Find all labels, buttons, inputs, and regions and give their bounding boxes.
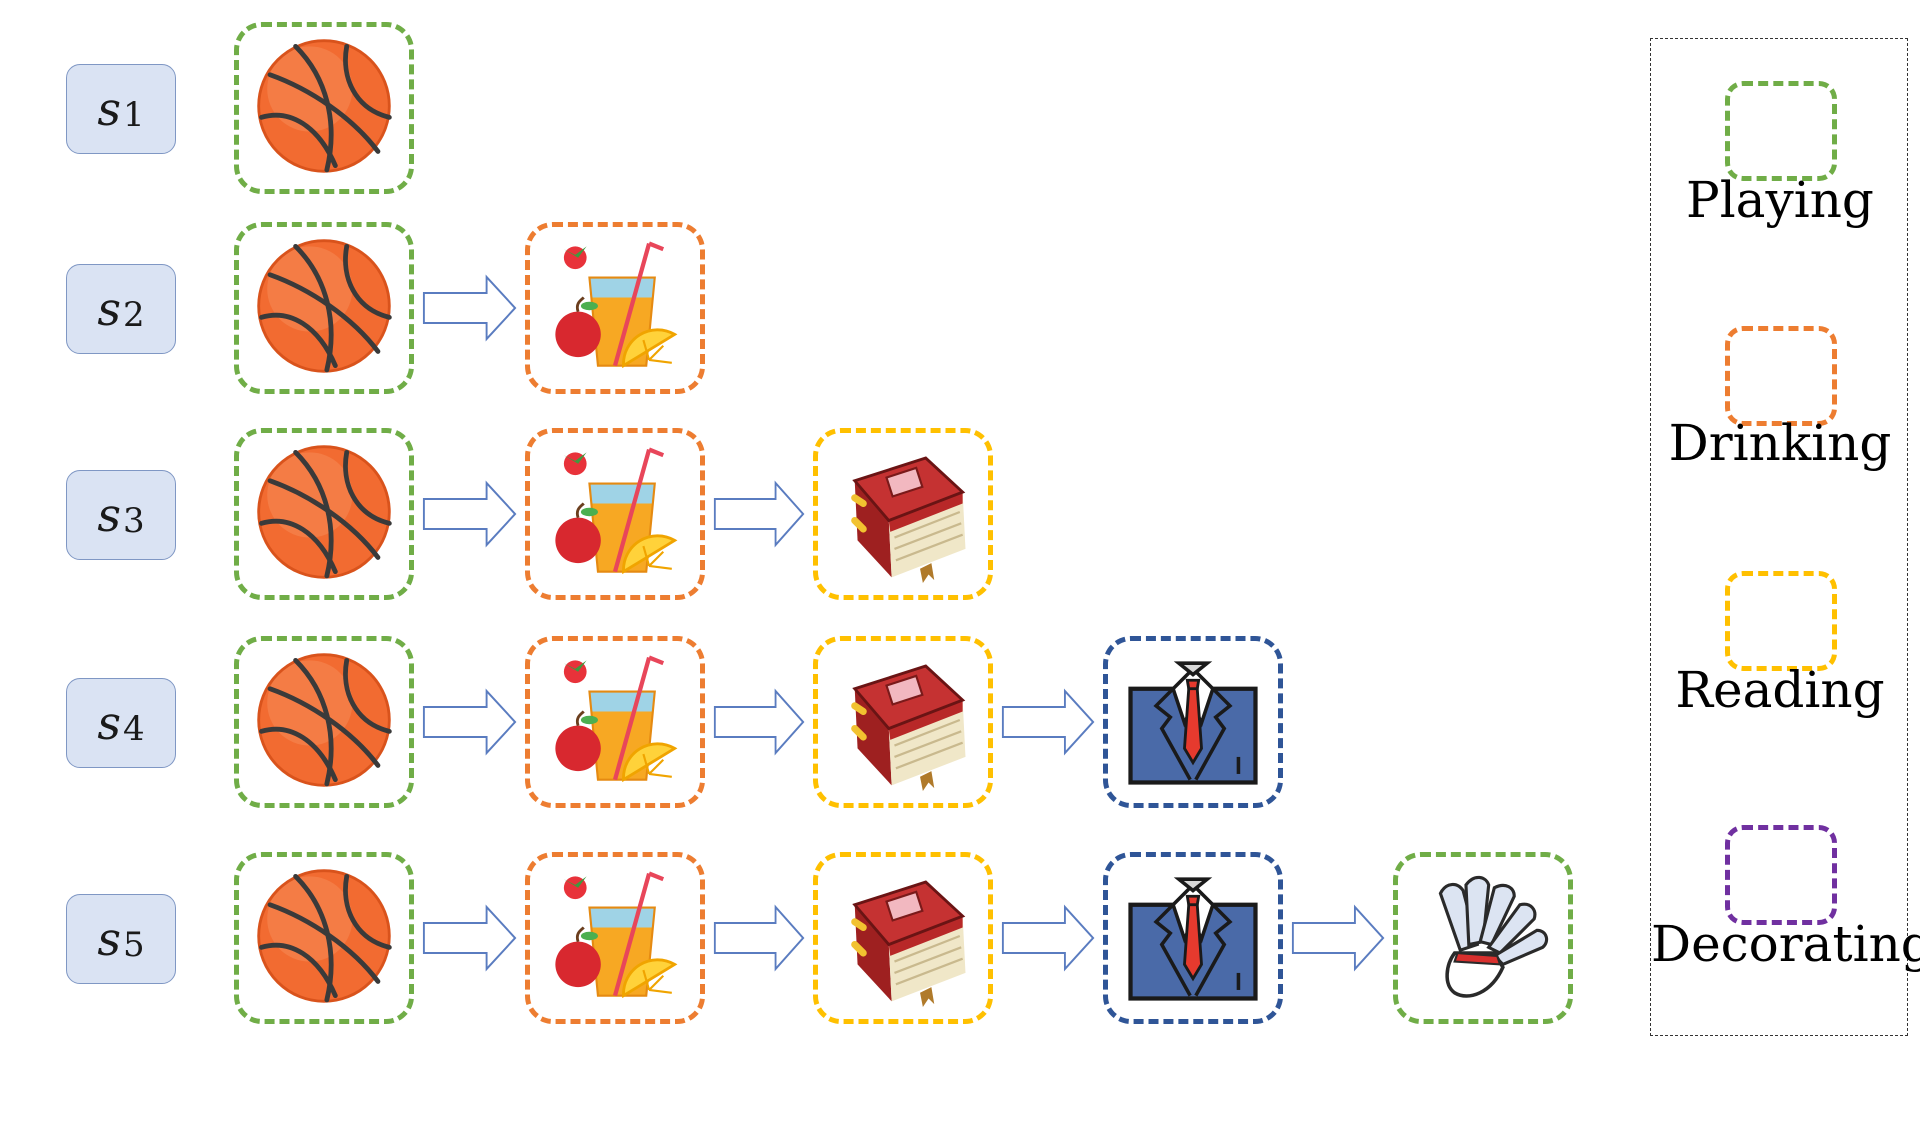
juice-icon — [544, 441, 686, 587]
arrow-icon — [422, 688, 517, 756]
item-box-juice — [525, 636, 705, 808]
arrow-icon — [1001, 904, 1095, 972]
book-icon — [832, 441, 974, 587]
legend-swatch-decorating — [1725, 825, 1837, 925]
legend-label-decorating: Decorating — [1651, 915, 1920, 973]
item-box-basketball — [234, 428, 414, 600]
item-box-basketball — [234, 22, 414, 194]
arrow-icon — [1001, 688, 1095, 756]
sequence-variable: s — [97, 282, 121, 336]
legend-swatch-reading — [1725, 571, 1837, 671]
item-box-basketball — [234, 852, 414, 1024]
sequence-subscript: 5 — [122, 925, 145, 965]
item-box-suit — [1103, 636, 1283, 808]
juice-icon — [544, 865, 686, 1011]
item-box-juice — [525, 428, 705, 600]
basketball-icon — [253, 865, 395, 1011]
juice-icon — [544, 235, 686, 381]
book-icon — [832, 649, 974, 795]
legend-label-reading: Reading — [1675, 661, 1885, 719]
item-box-juice — [525, 852, 705, 1024]
item-box-basketball — [234, 222, 414, 394]
legend-swatch-drinking — [1725, 326, 1837, 426]
suit-icon — [1122, 865, 1264, 1011]
shuttlecock-icon — [1412, 865, 1554, 1011]
suit-icon — [1122, 649, 1264, 795]
item-box-suit — [1103, 852, 1283, 1024]
basketball-icon — [253, 235, 395, 381]
arrow-icon — [422, 274, 517, 342]
arrow-icon — [713, 480, 805, 548]
item-box-shuttlecock — [1393, 852, 1573, 1024]
basketball-icon — [253, 441, 395, 587]
arrow-icon — [422, 904, 517, 972]
sequence-subscript: 2 — [122, 295, 145, 335]
legend-label-drinking: Drinking — [1668, 414, 1892, 472]
basketball-icon — [253, 35, 395, 181]
sequence-subscript: 1 — [122, 95, 145, 135]
sequence-variable: s — [97, 82, 121, 136]
legend-swatch-playing — [1725, 81, 1837, 181]
arrow-icon — [422, 480, 517, 548]
sequence-subscript: 3 — [122, 501, 145, 541]
sequence-variable: s — [97, 696, 121, 750]
basketball-icon — [253, 649, 395, 795]
item-box-book — [813, 852, 993, 1024]
legend-label-playing: Playing — [1686, 171, 1874, 229]
juice-icon — [544, 649, 686, 795]
item-box-basketball — [234, 636, 414, 808]
sequence-variable: s — [97, 912, 121, 966]
arrow-icon — [1291, 904, 1385, 972]
item-box-juice — [525, 222, 705, 394]
arrow-icon — [713, 688, 805, 756]
sequence-subscript: 4 — [122, 709, 145, 749]
book-icon — [832, 865, 974, 1011]
arrow-icon — [713, 904, 805, 972]
sequence-variable: s — [97, 488, 121, 542]
item-box-book — [813, 428, 993, 600]
item-box-book — [813, 636, 993, 808]
